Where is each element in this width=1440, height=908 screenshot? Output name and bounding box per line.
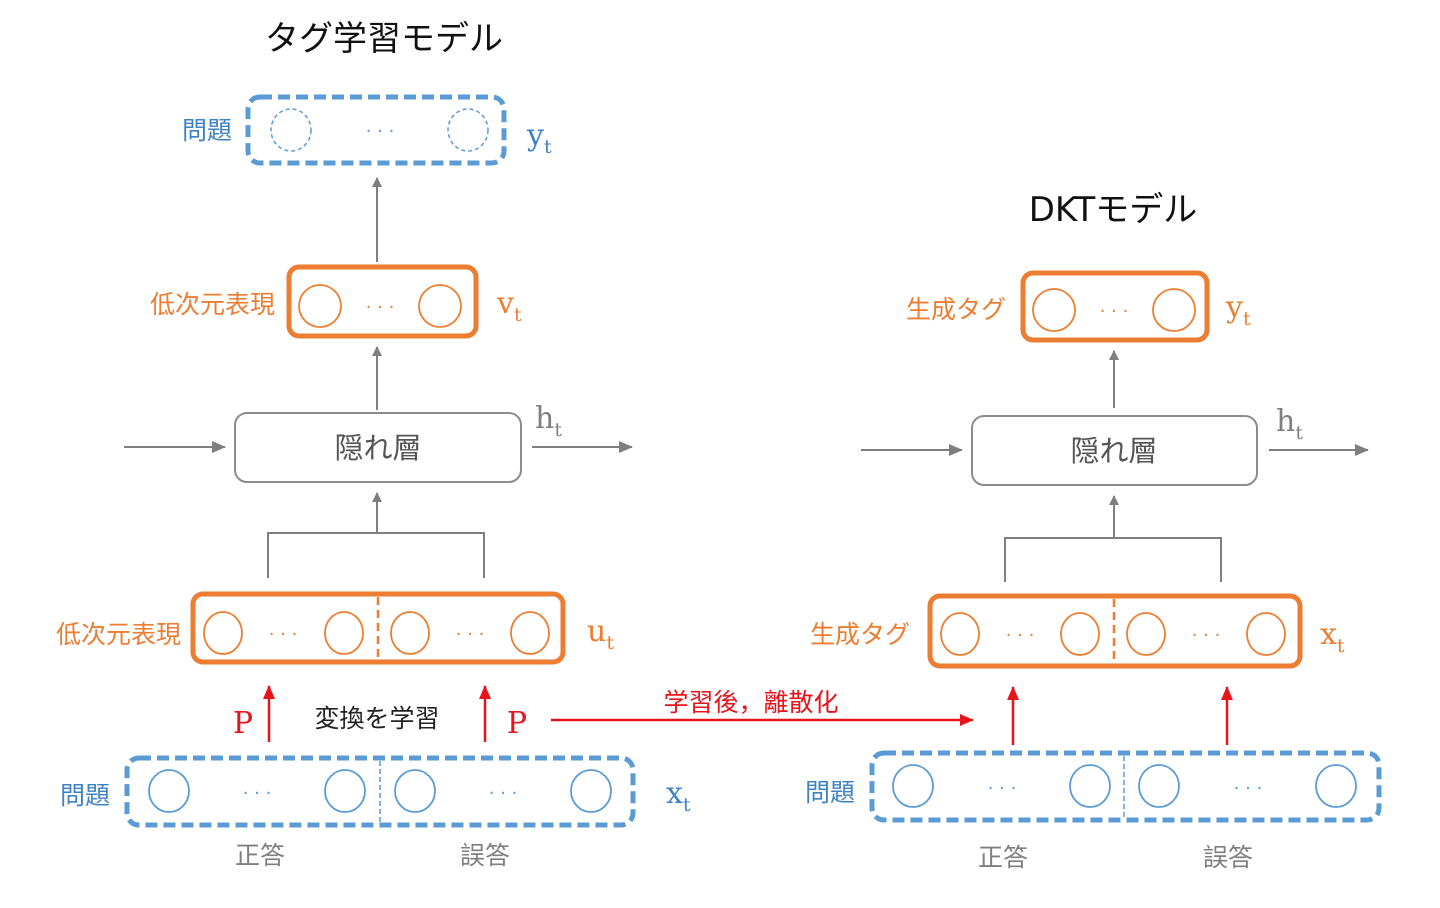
right-input-box	[869, 750, 1382, 823]
right-tag-input: 生成タグ · · · · · · xt	[810, 593, 1345, 669]
right-tag-input-var: xt	[1320, 617, 1345, 657]
right-model-title: DKTモデル	[1029, 190, 1198, 230]
node-circle	[1126, 612, 1166, 656]
node-circle	[570, 769, 612, 813]
node-circle	[324, 611, 364, 655]
right-hidden-state-var: ht	[1276, 404, 1303, 444]
right-hidden-box	[971, 415, 1258, 486]
right-output-box	[1020, 270, 1210, 343]
left-input-label: 問題	[60, 781, 110, 810]
node-circle	[203, 611, 243, 655]
transform-caption: 変換を学習	[314, 704, 439, 733]
left-output-box	[245, 94, 507, 166]
left-lowdim-in-var: ut	[587, 614, 614, 654]
node-circle	[1246, 612, 1286, 656]
left-lowdim-out-box	[286, 264, 479, 339]
right-output-layer: 生成タグ · · · yt	[906, 270, 1251, 343]
left-lowdim-input: 低次元表現 · · · · · · ut	[56, 591, 614, 665]
left-lowdim-in-box	[190, 591, 566, 665]
p-label-right: P	[507, 706, 527, 741]
left-hidden-box	[234, 412, 522, 483]
node-circle	[394, 769, 436, 813]
transform-p: P 変換を学習 P	[233, 685, 527, 742]
group-label-incorrect: 誤答	[460, 841, 510, 870]
node-circle	[298, 284, 342, 328]
left-lowdim-out-label: 低次元表現	[150, 290, 275, 319]
right-hidden-layer: 隠れ層 ht	[861, 404, 1369, 486]
left-lowdim-output: 低次元表現 · · · vt	[150, 264, 522, 339]
node-circle	[418, 284, 462, 328]
left-hidden-label: 隠れ層	[334, 431, 421, 465]
right-tag-input-box	[927, 593, 1303, 669]
p-label-left: P	[233, 706, 253, 741]
merge-bracket	[267, 532, 485, 578]
merge-bracket	[1004, 537, 1222, 582]
left-output-var: yt	[526, 118, 552, 158]
node-circle	[892, 764, 934, 808]
node-circle	[1138, 764, 1180, 808]
left-input-box	[124, 755, 636, 828]
right-tag-input-label: 生成タグ	[810, 620, 910, 649]
ellipsis: · · ·	[456, 624, 485, 645]
node-circle	[148, 769, 190, 813]
ellipsis: · · ·	[1234, 778, 1263, 799]
group-label-correct: 正答	[235, 841, 285, 870]
node-circle	[510, 611, 550, 655]
ellipsis: · · ·	[489, 783, 518, 804]
ellipsis: · · ·	[366, 297, 395, 318]
ellipsis: · · ·	[1192, 625, 1221, 646]
node-circle	[324, 769, 366, 813]
right-output-label: 生成タグ	[906, 295, 1006, 324]
node-circle	[447, 108, 489, 152]
node-circle	[1152, 288, 1196, 332]
node-circle	[940, 612, 980, 656]
left-hidden-state-var: ht	[535, 401, 562, 441]
ellipsis: · · ·	[366, 121, 395, 142]
right-input-label: 問題	[805, 778, 855, 807]
transfer-arrow: 学習後，離散化	[551, 688, 974, 726]
ellipsis: · · ·	[1006, 625, 1035, 646]
right-input-layer: 問題 · · · · · · 正答 誤答	[805, 750, 1382, 872]
left-model-title: タグ学習モデル	[265, 19, 503, 59]
ellipsis: · · ·	[269, 624, 298, 645]
left-input-var: xt	[666, 776, 691, 816]
node-circle	[1315, 764, 1357, 808]
ellipsis: · · ·	[1100, 301, 1129, 322]
group-label-correct: 正答	[978, 843, 1028, 872]
node-circle	[1032, 288, 1076, 332]
node-circle	[1069, 764, 1111, 808]
node-circle	[270, 108, 312, 152]
left-lowdim-in-label: 低次元表現	[56, 620, 181, 649]
right-output-var: yt	[1225, 290, 1251, 330]
left-lowdim-out-var: vt	[496, 286, 522, 326]
transfer-label: 学習後，離散化	[663, 688, 838, 717]
node-circle	[1060, 612, 1100, 656]
group-label-incorrect: 誤答	[1203, 843, 1253, 872]
left-hidden-layer: 隠れ層 ht	[124, 401, 633, 483]
left-output-label: 問題	[182, 116, 232, 145]
left-input-layer: 問題 · · · · · · xt 正答 誤答	[60, 755, 691, 870]
right-hidden-label: 隠れ層	[1070, 434, 1157, 468]
ellipsis: · · ·	[988, 778, 1017, 799]
left-output-layer: 問題 · · · yt	[182, 94, 552, 166]
ellipsis: · · ·	[243, 783, 272, 804]
node-circle	[390, 611, 430, 655]
